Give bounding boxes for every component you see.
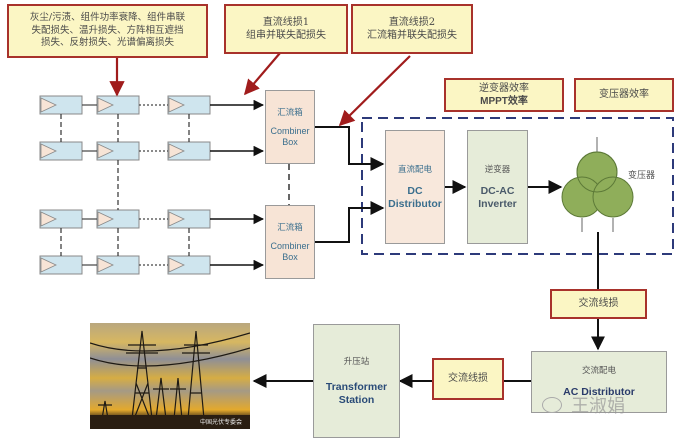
note-title: 直流线损2 — [388, 16, 436, 28]
transformer-station: 升压站 Transformer Station — [313, 324, 400, 438]
pv-module — [96, 95, 140, 115]
connector-combiner1-dc — [314, 126, 385, 171]
arrow-dc-loss-2 — [338, 55, 411, 127]
note-line: 交流线损 — [578, 298, 619, 310]
note-line: 灰尘/污渍、组件功率衰降、组件串联 — [29, 11, 186, 23]
note-ac-loss-1: 交流线损 — [550, 289, 647, 319]
transformer-symbol — [561, 137, 634, 232]
pv-module — [167, 255, 211, 275]
pv-module — [39, 255, 83, 275]
block-cn-label: 汇流箱 — [277, 223, 303, 234]
block-en-label: Box — [282, 252, 298, 262]
combiner-box-2: 汇流箱 Combiner Box — [265, 205, 315, 279]
block-en-label: Combiner — [270, 126, 310, 137]
connector-combiner2-dc — [314, 201, 385, 243]
arrow-dc-loss-1 — [244, 52, 281, 96]
pv-module — [167, 209, 211, 229]
note-line: MPPT效率 — [480, 96, 528, 107]
block-cn-label: 直流配电 — [397, 164, 432, 175]
pv-module — [167, 141, 211, 161]
note-inverter-efficiency: 逆变器效率 MPPT效率 — [444, 78, 564, 112]
note-line: 失配损失、温升损失、方阵相互遮挡 — [31, 24, 184, 36]
block-en-label: DC-AC — [480, 184, 515, 197]
note-line: 交流线损 — [448, 373, 488, 385]
block-cn-label: 逆变器 — [484, 164, 511, 175]
block-en-label: Box — [282, 137, 298, 147]
block-cn-label: 升压站 — [343, 356, 370, 367]
watermark-text: 王淑娟 — [571, 396, 626, 417]
note-transformer-efficiency: 变压器效率 — [574, 78, 674, 112]
inverter-system-frame — [361, 117, 674, 255]
note-line: 组串并联失配损失 — [246, 30, 326, 41]
pv-array — [39, 95, 265, 275]
block-en-label: AC Distributor — [563, 386, 635, 399]
block-en-label: Station — [338, 394, 375, 406]
dc-ac-inverter: 逆变器 DC-AC Inverter — [467, 130, 528, 244]
pv-module — [96, 141, 140, 161]
note-dc-loss-2: 直流线损2 汇流箱并联失配损失 — [351, 4, 473, 54]
block-en-label: DC — [407, 184, 423, 197]
pv-module — [39, 141, 83, 161]
block-cn-label: 交流配电 — [581, 366, 616, 377]
transformer-label: 变压器 — [628, 171, 656, 181]
note-line: 汇流箱并联失配损失 — [367, 30, 457, 41]
block-en-label: Transformer — [325, 380, 388, 393]
block-en-label: Inverter — [478, 198, 517, 210]
pv-module — [96, 209, 140, 229]
note-ac-loss-2: 交流线损 — [432, 358, 504, 400]
photo-caption: 中国光伏专委会 — [199, 419, 242, 426]
watermark: 王淑娟 — [542, 392, 625, 418]
block-en-label: Distributor — [388, 198, 442, 210]
pv-module — [39, 209, 83, 229]
combiner-box-1: 汇流箱 Combiner Box — [265, 90, 315, 164]
block-en-label: Combiner — [270, 241, 310, 252]
block-cn-label: 汇流箱 — [277, 108, 303, 119]
note-line: 变压器效率 — [599, 89, 649, 101]
wechat-icon — [542, 397, 562, 413]
transmission-towers-photo: 中国光伏专委会 — [90, 323, 250, 429]
note-dc-loss-1: 直流线损1 组串并联失配损失 — [224, 4, 348, 54]
pv-module — [96, 255, 140, 275]
note-line: 损失、反射损失、光谱偏离损失 — [40, 37, 174, 49]
pv-module — [39, 95, 83, 115]
note-module-losses: 灰尘/污渍、组件功率衰降、组件串联 失配损失、温升损失、方阵相互遮挡 损失、反射… — [7, 4, 208, 58]
note-line: 逆变器效率 — [479, 82, 529, 94]
dc-distributor: 直流配电 DC Distributor — [385, 130, 445, 244]
pv-module — [167, 95, 211, 115]
note-title: 直流线损1 — [262, 16, 310, 28]
tower-silhouettes — [90, 330, 250, 429]
ac-distributor: 交流配电 AC Distributor — [531, 351, 667, 413]
